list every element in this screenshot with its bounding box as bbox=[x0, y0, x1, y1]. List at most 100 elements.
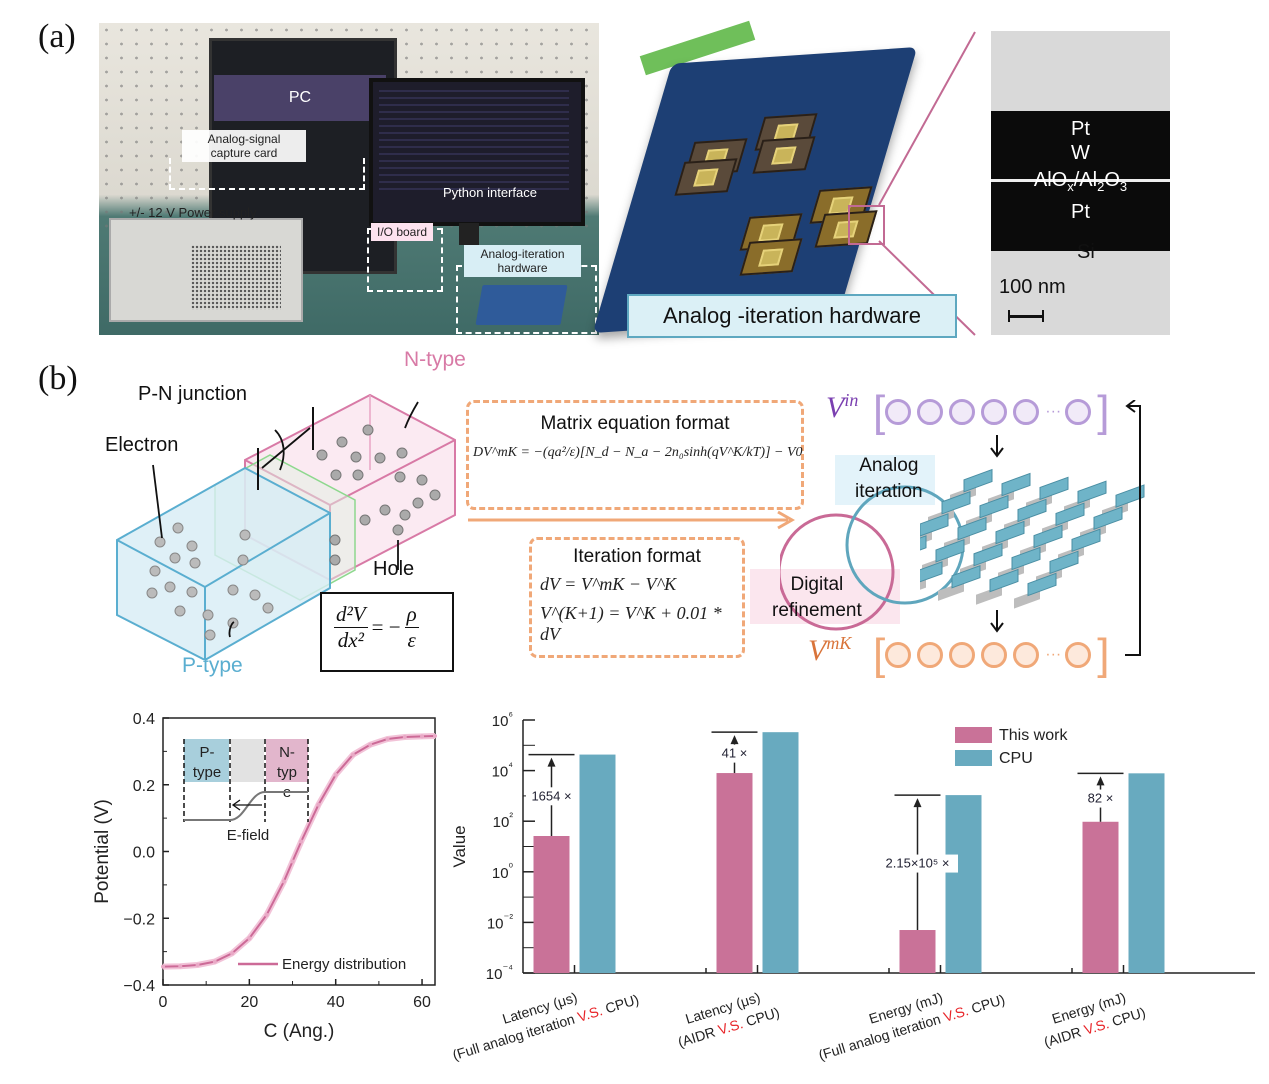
x-tick-label: 40 bbox=[327, 994, 345, 1011]
bar-this-work bbox=[1082, 821, 1119, 973]
analog-hardware-label-line1: Analog-iteration bbox=[480, 247, 565, 261]
poisson-rhs-den: ε bbox=[407, 628, 416, 652]
scale-bar-label: 100 nm bbox=[999, 276, 1066, 298]
v-mk-element bbox=[917, 642, 944, 668]
zoom-line-top bbox=[878, 31, 976, 206]
category-label: Energy (mJ)(Full analog iteration V.S. C… bbox=[817, 989, 1007, 1063]
data-point bbox=[290, 859, 295, 864]
p-type-arrow bbox=[228, 621, 235, 638]
flow-arrow-head bbox=[777, 510, 796, 530]
electron-label: Electron bbox=[105, 434, 179, 456]
iteration-eq-1: dV = V^mK − V^K bbox=[540, 574, 677, 594]
feedback-line bbox=[1125, 405, 1141, 656]
power-supply bbox=[109, 218, 303, 322]
data-point bbox=[281, 879, 286, 884]
crossbar-memristor bbox=[951, 564, 981, 589]
inset-n-text: typ bbox=[277, 764, 297, 781]
crossbar-memristor bbox=[941, 490, 971, 515]
electrons bbox=[146, 522, 274, 641]
speedup-arrowhead bbox=[913, 798, 922, 808]
pc-label: PC bbox=[214, 75, 386, 121]
crossbar-array bbox=[920, 468, 1145, 609]
v-mk-bracket-right: ] bbox=[1097, 630, 1110, 679]
category-label: Latency (μs)(AIDR V.S. CPU) bbox=[676, 989, 781, 1050]
speedup-label: 41 × bbox=[722, 746, 748, 761]
crossbar-memristor bbox=[1115, 484, 1145, 508]
tem-oxide-line bbox=[991, 179, 1170, 182]
iteration-format-box: Iteration format dV = V^mK − V^K V^(K+1)… bbox=[529, 537, 745, 658]
y-axis-label: Value bbox=[450, 825, 469, 867]
n-type-label: N-type bbox=[404, 348, 466, 371]
category-label: Energy (mJ)(AIDR V.S. CPU) bbox=[1042, 989, 1147, 1050]
tem-layer-pt-top: Pt bbox=[1071, 118, 1090, 140]
crossbar-memristor bbox=[920, 535, 927, 559]
chip bbox=[674, 158, 738, 196]
poisson-lhs-num: d²V bbox=[334, 602, 368, 628]
y-tick-label: −0.4 bbox=[123, 978, 155, 995]
crossbar-memristor bbox=[935, 539, 965, 563]
matrix-equation-title: Matrix equation format bbox=[540, 413, 730, 434]
data-point bbox=[264, 912, 269, 917]
y-tick-label: 10⁶ bbox=[492, 710, 513, 730]
matrix-equation-formula: DV^mK = −(qa²/ε)[N_d − N_a − 2n₀sinh(qV^… bbox=[473, 445, 803, 460]
digital-refinement-line1: Digital bbox=[790, 574, 844, 595]
bar-this-work bbox=[716, 773, 753, 973]
inset-n-text: N- bbox=[279, 744, 295, 761]
crossbar-memristor bbox=[1017, 498, 1047, 523]
crossbar-memristor bbox=[963, 468, 993, 493]
code-editor-screen bbox=[379, 90, 569, 190]
data-point bbox=[316, 802, 321, 807]
zoom-region-marker bbox=[848, 205, 885, 245]
data-point bbox=[247, 936, 252, 941]
y-tick-label: 0.0 bbox=[133, 845, 155, 862]
tem-layer-pt-bottom: Pt bbox=[1071, 201, 1090, 223]
speedup-label-bg bbox=[1082, 789, 1119, 808]
inset-p-text: P- bbox=[200, 744, 215, 761]
data-point bbox=[385, 737, 390, 742]
pn-junction-arrow bbox=[274, 429, 285, 471]
inset-efield-label: E-field bbox=[227, 827, 270, 844]
chip bbox=[739, 238, 803, 276]
y-tick-label: 10⁻⁴ bbox=[486, 963, 513, 983]
v-in-bracket-right: ] bbox=[1097, 387, 1110, 436]
legend-label: This work bbox=[999, 727, 1068, 744]
data-point bbox=[433, 734, 437, 739]
data-point bbox=[420, 734, 425, 739]
v-mk-vector: [ ··· ] bbox=[873, 630, 1110, 679]
pn-junction-label: P-N junction bbox=[138, 383, 247, 405]
chip bbox=[752, 136, 816, 174]
scale-bar-cap bbox=[1008, 310, 1010, 322]
speedup-label: 1654 × bbox=[531, 788, 571, 803]
panel-b-label: (b) bbox=[38, 360, 78, 397]
v-in-element bbox=[1013, 399, 1040, 425]
v-in-bracket-left: [ bbox=[873, 387, 886, 436]
poisson-equals: = − bbox=[371, 615, 401, 639]
v-mk-ellipsis: ··· bbox=[1045, 646, 1062, 663]
crossbar-memristor bbox=[995, 520, 1025, 545]
hole-label: Hole bbox=[373, 558, 415, 580]
data-point bbox=[299, 839, 304, 844]
v-in-element bbox=[885, 399, 912, 425]
analog-iteration-label: Analog iteration bbox=[855, 453, 923, 505]
inset-efield-arrowhead bbox=[231, 799, 241, 811]
tem-layer-si: Si bbox=[1077, 241, 1095, 263]
crossbar-memristor bbox=[920, 561, 943, 585]
speedup-label-bg bbox=[716, 744, 753, 763]
analog-iteration-line2: iteration bbox=[855, 481, 923, 502]
capture-card-label-line1: Analog-signal bbox=[207, 132, 281, 146]
power-supply-label: +/- 12 V Power supply bbox=[129, 205, 257, 220]
bar-cpu bbox=[579, 754, 616, 973]
digital-refinement-loop bbox=[780, 513, 895, 631]
v-in-vector: [ ··· ] bbox=[873, 387, 1110, 436]
speedup-arrowhead bbox=[730, 735, 739, 745]
monitor-stand bbox=[459, 223, 479, 245]
v-mk-element bbox=[885, 642, 912, 668]
iteration-eq-2: V^(K+1) = V^K + 0.01 * dV bbox=[540, 603, 722, 644]
speedup-label: 82 × bbox=[1088, 791, 1114, 806]
analog-hardware-label: Analog-iteration hardware bbox=[464, 245, 581, 277]
crossbar-memristor bbox=[1071, 528, 1101, 553]
analog-hardware-caption: Analog -iteration hardware bbox=[627, 294, 957, 338]
inset-potential-curve bbox=[184, 791, 308, 821]
capture-card-outline bbox=[169, 158, 365, 190]
